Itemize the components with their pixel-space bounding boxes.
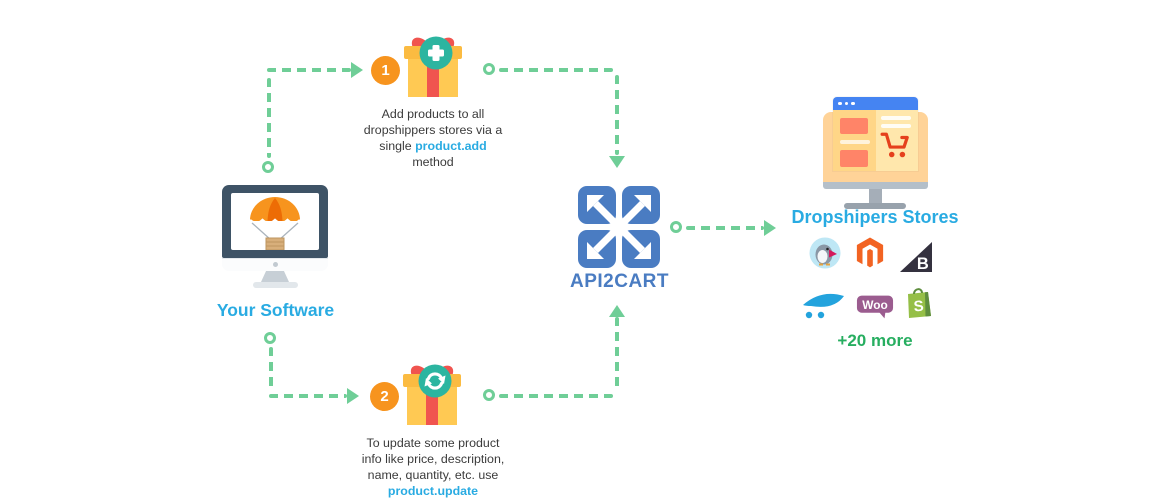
connector-start-dot: [264, 332, 276, 344]
connector-line: [269, 347, 273, 389]
svg-text:B: B: [917, 255, 929, 273]
arrow-right-icon: [347, 388, 359, 404]
arrow-down-icon: [609, 156, 625, 168]
store-monitor-base: [844, 203, 906, 209]
prestashop-icon: [809, 237, 841, 269]
shopping-cart-icon: [880, 132, 909, 158]
woocommerce-icon: Woo: [856, 295, 894, 319]
connector-line: [499, 68, 613, 72]
connector-start-dot: [483, 63, 495, 75]
step-2-badge: 2: [370, 382, 399, 411]
store-monitor-stand: [869, 189, 882, 204]
magento-icon: [856, 237, 884, 268]
browser-title-bar: [833, 97, 918, 110]
connector-start-dot: [483, 389, 495, 401]
arrow-up-icon: [609, 305, 625, 317]
connector-line: [615, 317, 619, 389]
bigcommerce-icon: B: [900, 241, 932, 273]
api2cart-label: API2CART: [569, 271, 669, 292]
connector-line: [267, 78, 271, 158]
arrow-right-icon: [351, 62, 363, 78]
svg-text:S: S: [913, 298, 924, 316]
your-software-label: Your Software: [216, 300, 335, 320]
step-2-caption: To update some product info like price, …: [348, 435, 518, 500]
arrow-right-icon: [764, 220, 776, 236]
browser-dot: [851, 101, 855, 106]
browser-right-pane: [876, 110, 918, 171]
more-platforms-label: +20 more: [837, 331, 913, 350]
connector-start-dot: [670, 221, 682, 233]
step-1-badge: 1: [371, 56, 400, 85]
sync-icon: [424, 372, 446, 390]
shopify-icon: S: [908, 288, 931, 318]
opencart-icon: [803, 293, 844, 319]
connector-line: [615, 75, 619, 155]
parachute-delivery-icon: [249, 197, 301, 250]
connector-start-dot: [262, 161, 274, 173]
method-product-add: product.add: [415, 139, 487, 154]
monitor-stand: [261, 271, 289, 282]
monitor-base: [253, 282, 298, 288]
connector-line: [686, 226, 764, 230]
step-1-caption: Add products to all dropshippers stores …: [363, 107, 503, 170]
browser-left-pane: [833, 110, 876, 171]
browser-dot: [844, 101, 848, 106]
dropshipers-stores-label: Dropshipers Stores: [791, 207, 959, 227]
connector-line: [499, 394, 613, 398]
store-browser-window: [833, 97, 918, 171]
monitor-camera-dot: [273, 262, 278, 267]
svg-text:Woo: Woo: [862, 298, 887, 312]
gift-add-products-icon: [404, 36, 462, 97]
connector-line: [269, 394, 347, 398]
gift-update-products-icon: [403, 364, 461, 425]
method-product-update: product.update: [387, 484, 479, 499]
plus-icon: [428, 45, 444, 61]
store-monitor-strip: [823, 182, 928, 189]
api2cart-logo-icon: [578, 186, 660, 268]
connector-line: [267, 68, 351, 72]
browser-dot: [838, 101, 842, 106]
